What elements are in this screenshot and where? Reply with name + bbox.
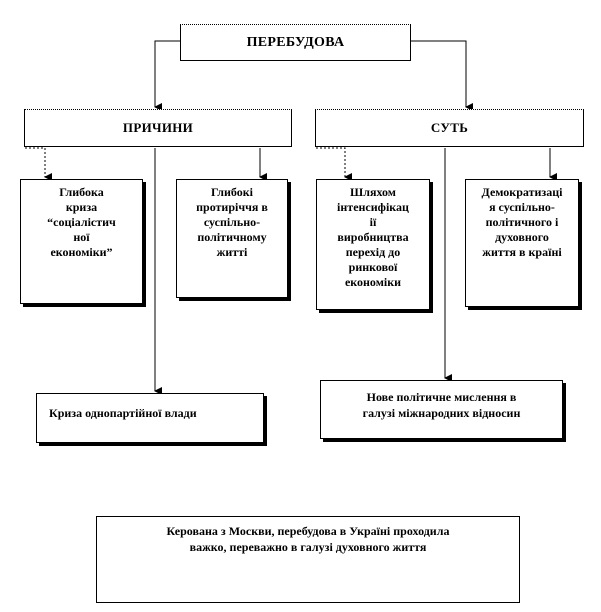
line: політичного і xyxy=(485,215,559,229)
root-box: ПЕРЕБУДОВА xyxy=(180,24,411,61)
line: перехід до xyxy=(345,245,401,259)
root-label: ПЕРЕБУДОВА xyxy=(246,34,345,50)
cause-item-contradictions: Глибокі протиріччя в суспільно- політичн… xyxy=(176,179,288,298)
arrow-root-to-essence xyxy=(411,40,473,111)
line: духовного xyxy=(495,230,549,244)
line: виробництва xyxy=(337,230,409,244)
line: інтенсифікац xyxy=(337,200,409,214)
line: Глибока xyxy=(59,185,104,199)
line: Керована з Москви, перебудова в Україні … xyxy=(166,524,450,538)
line: протиріччя в xyxy=(196,200,268,214)
line: Нове політичне мислення в xyxy=(366,390,517,404)
line: економіки xyxy=(344,275,402,289)
essence-label: СУТЬ xyxy=(430,120,469,135)
essence-box: СУТЬ xyxy=(315,109,584,147)
line: життя в країні xyxy=(482,245,562,259)
line: важко, переважно в галузі духовного житт… xyxy=(189,540,427,554)
conclusion-box: Керована з Москви, перебудова в Україні … xyxy=(96,516,520,603)
essence-item-democratization: Демократизаці я суспільно- політичного і… xyxy=(465,179,579,307)
cause-bottom-party-crisis: Криза однопартійної влади xyxy=(36,393,264,443)
arrow-causes-item1 xyxy=(25,147,52,181)
line: ії xyxy=(369,215,377,229)
essence-item-intensification: Шляхом інтенсифікац ії виробництва перех… xyxy=(316,179,430,310)
line: криза xyxy=(65,200,98,214)
causes-box: ПРИЧИНИ xyxy=(24,109,292,147)
line: Криза однопартійної влади xyxy=(49,406,197,420)
arrow-root-to-causes xyxy=(154,40,180,111)
line: ної xyxy=(73,230,90,244)
line: Шляхом xyxy=(350,185,396,199)
cause-item-economic-crisis: Глибока криза “соціалістич ної економіки… xyxy=(20,179,143,304)
line: “соціалістич xyxy=(47,215,116,229)
causes-label: ПРИЧИНИ xyxy=(122,120,194,135)
line: Демократизаці xyxy=(481,185,563,199)
line: житті xyxy=(216,245,248,259)
line: галузі міжнародних відносин xyxy=(362,406,521,420)
line: суспільно- xyxy=(203,215,261,229)
essence-bottom-new-thinking: Нове політичне мислення в галузі міжнаро… xyxy=(320,380,563,439)
line: Глибокі xyxy=(210,185,254,199)
line: я суспільно- xyxy=(489,200,555,214)
line: економіки” xyxy=(50,245,113,259)
line: політичному xyxy=(197,230,267,244)
line: ринкової xyxy=(348,260,398,274)
arrow-essence-item1 xyxy=(316,147,352,181)
